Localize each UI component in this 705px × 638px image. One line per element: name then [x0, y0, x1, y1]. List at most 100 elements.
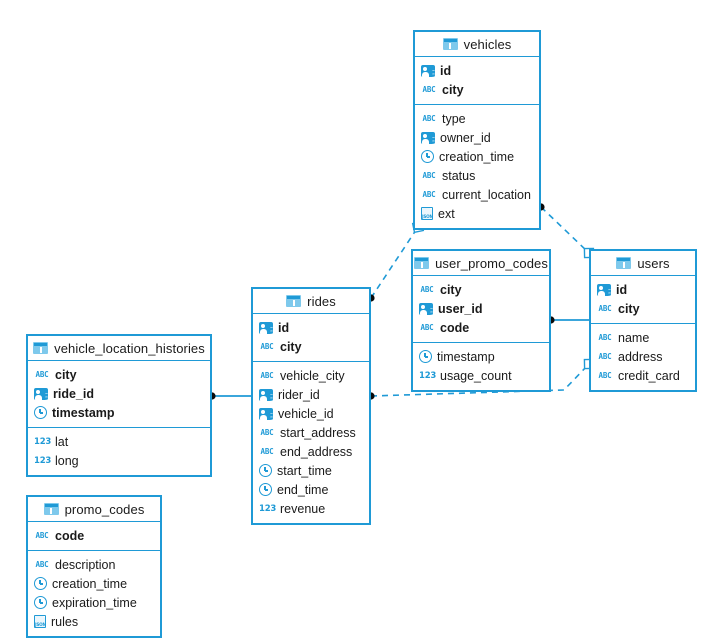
abc-icon: ABC [35, 369, 49, 379]
table-header-promo_codes[interactable]: promo_codes [28, 497, 160, 522]
field-row-user_promo_codes-timestamp[interactable]: timestamp [413, 347, 549, 366]
field-row-rides-rider_id[interactable]: rider_id [253, 385, 369, 404]
key-icon [259, 388, 273, 401]
relationship-line-vehicles-to-users[interactable] [540, 206, 590, 254]
field-row-vehicles-owner_id[interactable]: owner_id [415, 128, 539, 147]
table-title: users [637, 255, 670, 271]
field-label: timestamp [52, 405, 115, 420]
field-label: vehicle_city [280, 368, 345, 383]
field-row-promo_codes-rules[interactable]: rules [28, 612, 160, 631]
field-label: usage_count [440, 368, 512, 383]
key-icon [419, 302, 433, 315]
field-row-vehicles-ext[interactable]: ext [415, 204, 539, 223]
field-row-user_promo_codes-user_id[interactable]: user_id [413, 299, 549, 318]
field-label: code [55, 528, 85, 543]
field-row-promo_codes-creation_time[interactable]: creation_time [28, 574, 160, 593]
field-label: city [618, 301, 640, 316]
field-row-rides-start_time[interactable]: start_time [253, 461, 369, 480]
field-label: city [280, 339, 302, 354]
field-label: start_time [277, 463, 332, 478]
field-row-vehicles-creation_time[interactable]: creation_time [415, 147, 539, 166]
abc-icon: ABC [422, 113, 436, 123]
field-row-vehicles-id[interactable]: id [415, 61, 539, 80]
field-label: revenue [280, 501, 326, 516]
field-row-rides-id[interactable]: id [253, 318, 369, 337]
abc-icon: ABC [598, 370, 612, 380]
table-header-vehicle_location_histories[interactable]: vehicle_location_histories [28, 336, 210, 361]
abc-icon: ABC [420, 284, 434, 294]
table-header-users[interactable]: users [591, 251, 695, 276]
table-header-vehicles[interactable]: vehicles [415, 32, 539, 57]
abc-icon: ABC [422, 189, 436, 199]
field-row-users-city[interactable]: ABC city [591, 299, 695, 318]
table-header-rides[interactable]: rides [253, 289, 369, 314]
key-icon [34, 387, 48, 400]
field-label: owner_id [440, 130, 491, 145]
field-row-users-credit_card[interactable]: ABC credit_card [591, 366, 695, 385]
table-icon [33, 342, 49, 354]
abc-icon: ABC [422, 170, 436, 180]
field-label: end_address [280, 444, 353, 459]
field-row-users-id[interactable]: id [591, 280, 695, 299]
abc-icon: ABC [260, 370, 274, 380]
field-label: credit_card [618, 368, 680, 383]
clock-icon [34, 577, 47, 590]
abc-icon: ABC [260, 427, 274, 437]
table-header-user_promo_codes[interactable]: user_promo_codes [413, 251, 549, 276]
field-row-rides-city[interactable]: ABC city [253, 337, 369, 356]
field-row-vehicle_location_histories-timestamp[interactable]: timestamp [28, 403, 210, 422]
field-label: user_id [438, 301, 483, 316]
abc-icon: ABC [598, 303, 612, 313]
clock-icon [421, 150, 434, 163]
clock-icon [34, 406, 47, 419]
key-icon [421, 131, 435, 144]
table-icon [442, 38, 458, 50]
field-label: expiration_time [52, 595, 137, 610]
key-icon [259, 321, 273, 334]
abc-icon: ABC [598, 332, 612, 342]
clock-icon [419, 350, 432, 363]
field-row-rides-end_time[interactable]: end_time [253, 480, 369, 499]
key-icon [259, 407, 273, 420]
field-row-promo_codes-expiration_time[interactable]: expiration_time [28, 593, 160, 612]
field-row-rides-vehicle_id[interactable]: vehicle_id [253, 404, 369, 423]
clock-icon [259, 483, 272, 496]
json-icon [421, 207, 433, 220]
abc-icon: ABC [260, 341, 274, 351]
field-label: long [55, 453, 79, 468]
table-title: promo_codes [64, 501, 145, 517]
field-row-rides-vehicle_city[interactable]: ABC vehicle_city [253, 366, 369, 385]
field-row-vehicle_location_histories-ride_id[interactable]: ride_id [28, 384, 210, 403]
abc-icon: ABC [598, 351, 612, 361]
